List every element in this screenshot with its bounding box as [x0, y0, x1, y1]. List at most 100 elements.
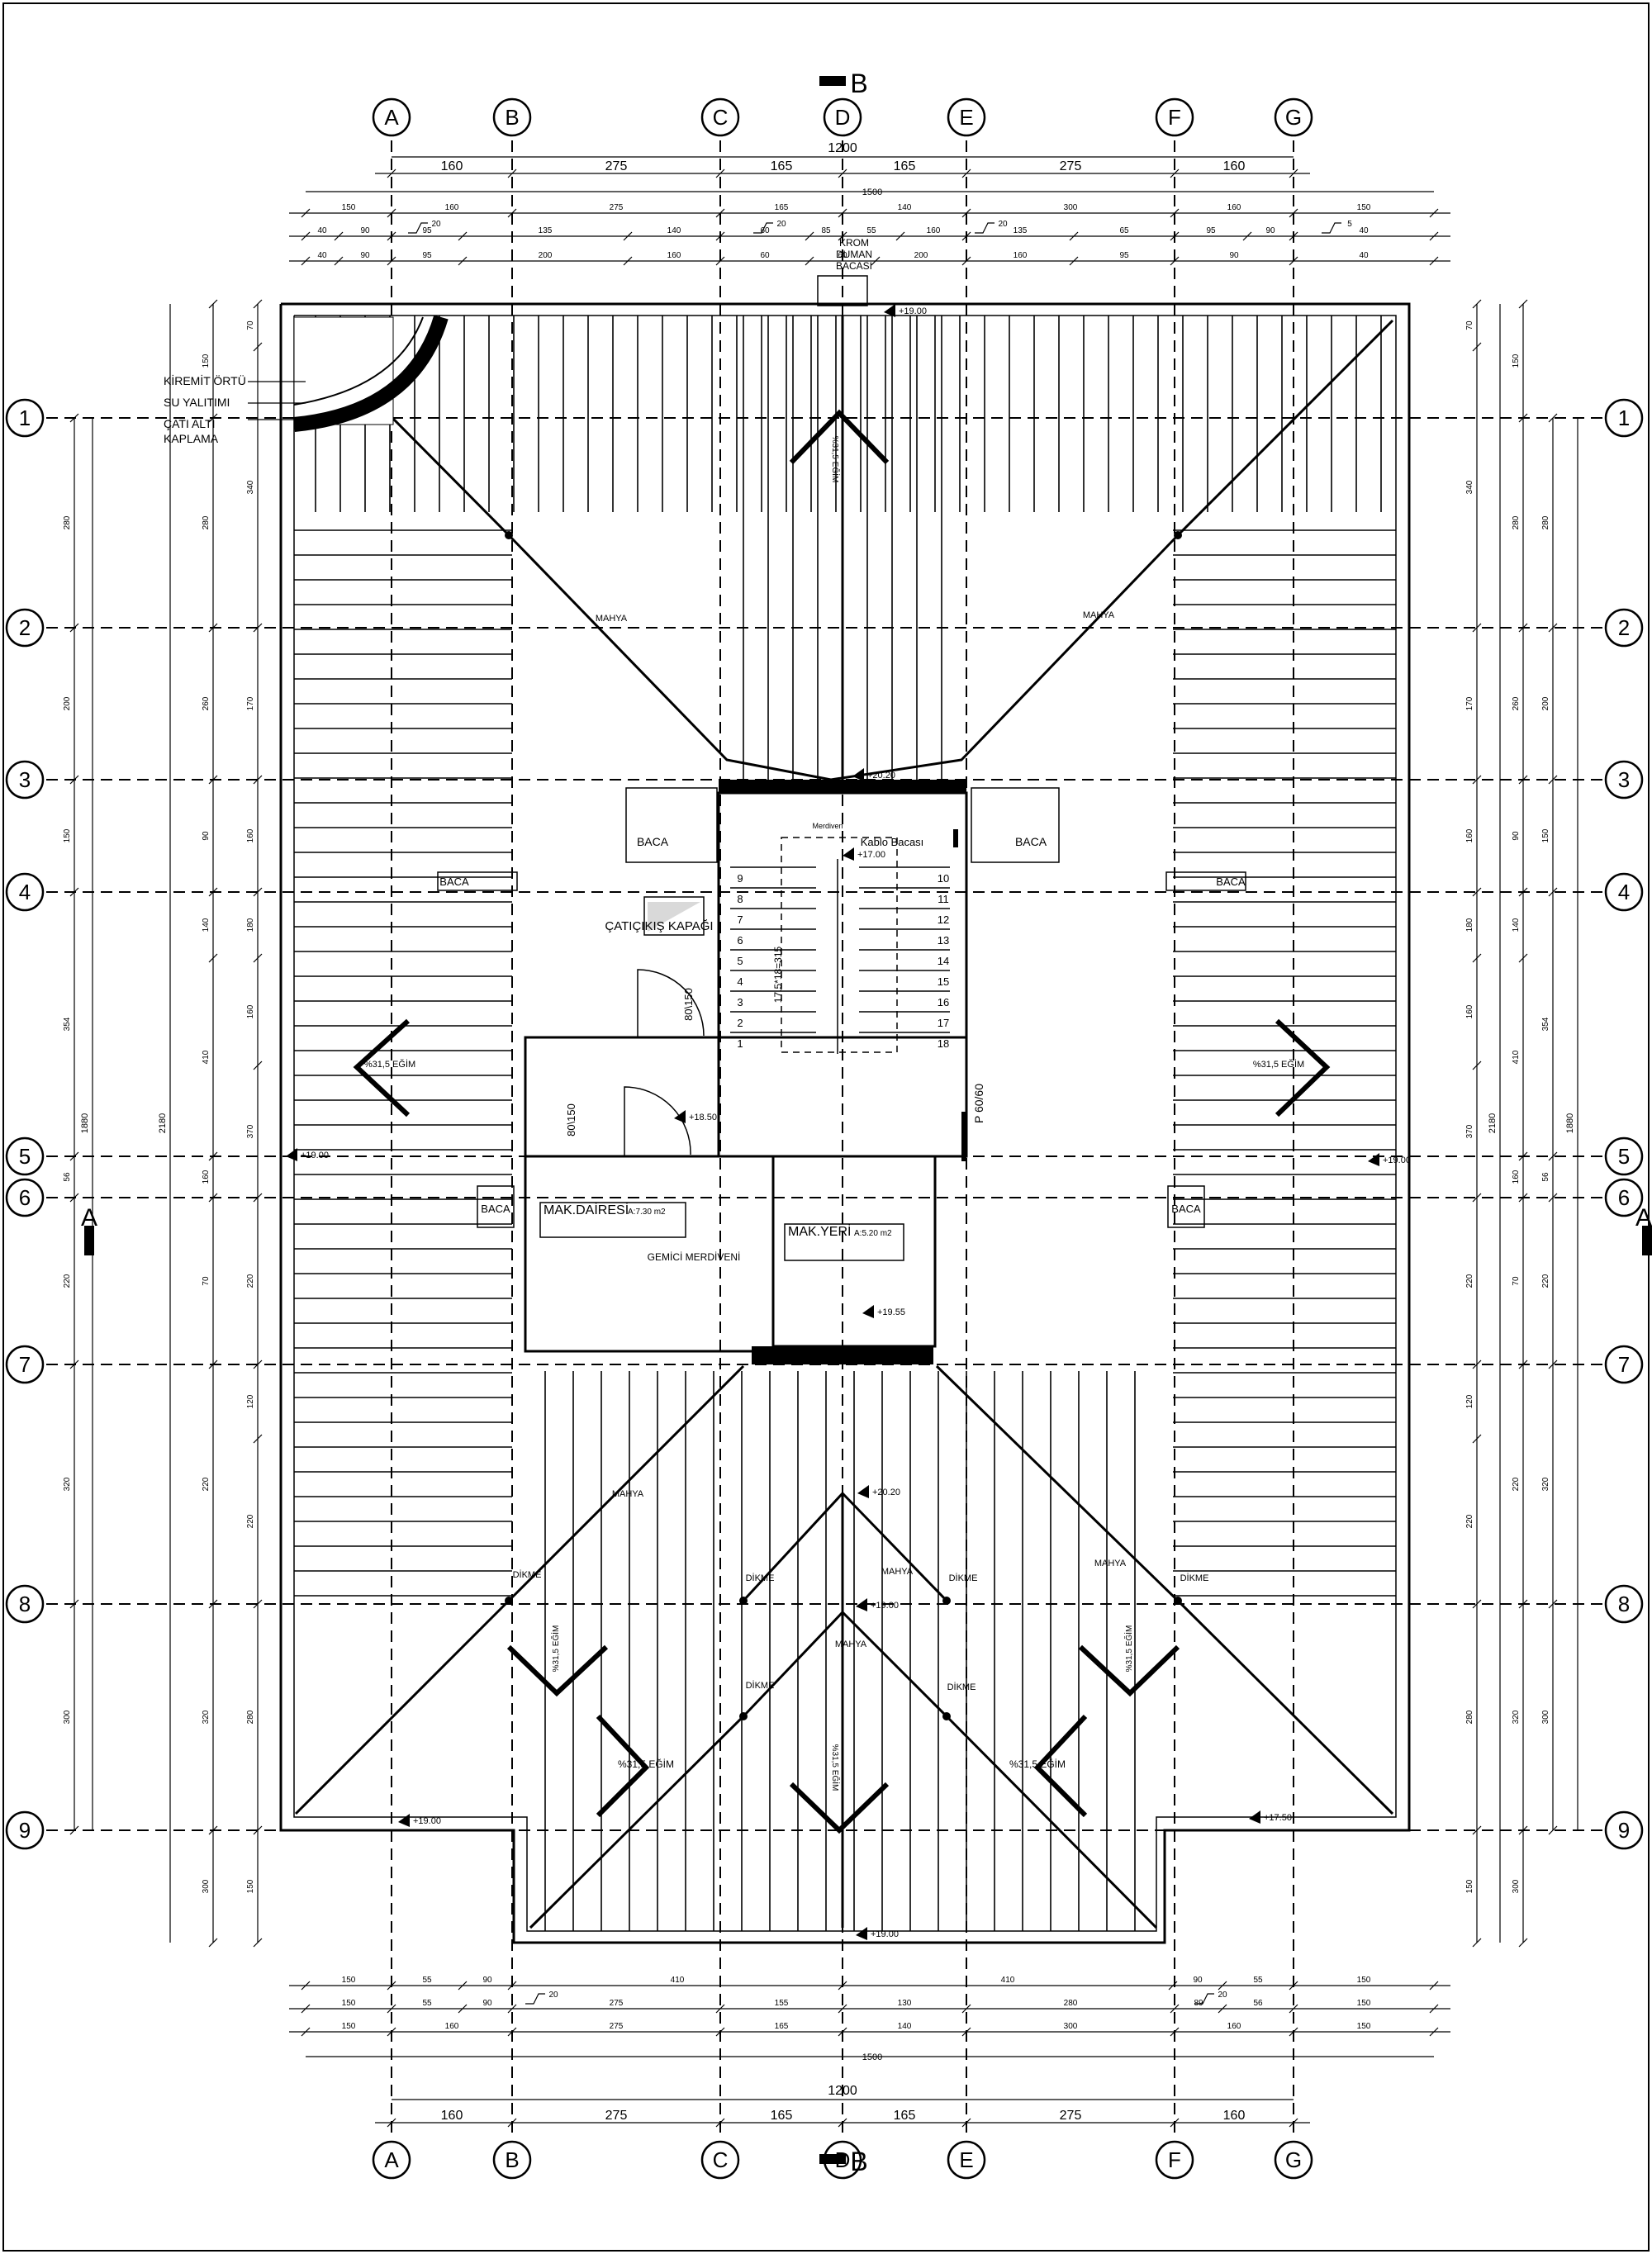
dim-right-c-value: 120: [1465, 1394, 1474, 1408]
label-baca-1: BACA: [637, 835, 669, 848]
dim-top-row2-value: 55: [866, 226, 876, 235]
row-axis-left-2: [5, 608, 45, 648]
dim-left-b-value: 90: [202, 831, 211, 841]
dim-right-c-value: 370: [1465, 1124, 1474, 1138]
dim-col-bottom-value: 160: [441, 2109, 463, 2123]
label-mahya: MAHYA: [612, 1489, 644, 1499]
label-egim-bl: %31,5 EĞİM: [618, 1758, 674, 1770]
annotations: AABBCCDDEEFFGG112233445566778899BBAA1200…: [5, 69, 1652, 2180]
dim-left-mid: 2180: [158, 1113, 168, 1133]
label-gemici: GEMİCİ MERDİVENİ: [648, 1251, 741, 1263]
hip-node: [505, 1597, 513, 1605]
dim-top-row3-value: 160: [667, 251, 681, 260]
section-mark-left: [84, 1226, 94, 1255]
level-mark-5: [1368, 1153, 1379, 1166]
dim-right-c-value: 220: [1465, 1274, 1474, 1288]
row-axis-right-1-label: 1: [1618, 406, 1630, 430]
dim-left-c-value: 340: [246, 480, 255, 494]
row-axis-left-4-label: 4: [19, 880, 31, 904]
row-axis-right-7: [1604, 1345, 1644, 1384]
label-mahya: MAHYA: [1083, 610, 1115, 620]
row-axis-right-9: [1604, 1810, 1644, 1850]
label-duman: DUMAN: [836, 249, 872, 260]
dim-left-a-value: 354: [63, 1017, 72, 1031]
row-axis-right-8: [1604, 1584, 1644, 1624]
label-mahya: MAHYA: [1094, 1559, 1127, 1568]
level-mark-8: [856, 1598, 867, 1611]
col-axis-bottom-G-label: G: [1285, 2147, 1302, 2172]
row-axis-right-6: [1604, 1178, 1644, 1217]
dim-bottom-row2-value: 150: [342, 1999, 356, 2008]
level-mark-3: [674, 1110, 686, 1123]
dim-bottom-row3-value: 140: [898, 2022, 912, 2031]
label-baca-6: BACA: [1171, 1203, 1201, 1215]
dim-top-row2-value: 90: [360, 226, 370, 235]
rafter-lines: [294, 316, 1396, 1931]
dim-right-b-value: 280: [1512, 515, 1521, 529]
label-kablo-bacasi: Kablo Bacası: [861, 836, 924, 848]
dim-left-c-value: 220: [246, 1514, 255, 1528]
label-mahya: MAHYA: [835, 1639, 867, 1649]
dim-bottom-row2-value: 280: [1064, 1999, 1078, 2008]
row-axis-right-2-label: 2: [1618, 615, 1630, 640]
dim-top-row1-value: 160: [1227, 203, 1241, 212]
section-mark-right: [1642, 1226, 1652, 1255]
dim-right-a-value: 354: [1541, 1017, 1550, 1031]
row-axis-right-1: [1604, 398, 1644, 438]
dim-col-top-value: 165: [771, 159, 793, 173]
dim-bottom-row3-value: 300: [1064, 2022, 1078, 2031]
row-axis-right-6-label: 6: [1618, 1185, 1630, 1210]
label-dikme: DİKME: [949, 1573, 978, 1583]
row-axis-left-4: [5, 872, 45, 912]
dim-top-row3-value: 160: [1014, 251, 1028, 260]
col-axis-bottom-A: [372, 2140, 411, 2180]
dim-bottom-row3-value: 275: [610, 2022, 624, 2031]
dim-left-c-value: 220: [246, 1274, 255, 1288]
level-mark-9: [856, 1927, 867, 1940]
row-axis-left-1: [5, 398, 45, 438]
col-axis-bottom-E: [947, 2140, 986, 2180]
slope-small: 20: [1218, 1991, 1227, 2000]
dim-top-row2-value: 95: [422, 226, 432, 235]
label-mak-yeri-area: A:5.20 m2: [854, 1229, 892, 1238]
dim-bottom-row3-value: 160: [445, 2022, 459, 2031]
hip-node: [942, 1597, 951, 1605]
dim-top-row2-value: 65: [1119, 226, 1129, 235]
label-cati-alti: ÇATI ALTI: [164, 417, 216, 430]
hip-node: [739, 1597, 748, 1605]
level-value-1: +20.20: [867, 771, 895, 781]
roof-hatch: [643, 896, 705, 936]
hip-node: [942, 1712, 951, 1720]
hip-ridges: [294, 316, 1394, 1929]
stair-step-left: 3: [737, 996, 743, 1008]
dim-col-bottom-value: 165: [771, 2109, 793, 2123]
dim-bottom-row1-value: 90: [482, 1976, 492, 1985]
hip-node: [505, 531, 513, 539]
dim-right-c-value: 220: [1465, 1514, 1474, 1528]
dim-left-c-value: 370: [246, 1124, 255, 1138]
dim-top-row3-value: 200: [914, 251, 928, 260]
level-value-6: +19.55: [877, 1307, 905, 1317]
stair-step-left: 7: [737, 913, 743, 926]
dim-left-a-value: 200: [63, 696, 72, 710]
row-axis-right-4-label: 4: [1618, 880, 1630, 904]
row-axis-right-2: [1604, 608, 1644, 648]
dim-right-b-value: 410: [1512, 1050, 1521, 1064]
level-mark-11: [1249, 1810, 1260, 1824]
col-axis-top-D-label: D: [835, 105, 851, 130]
label-mahya: MAHYA: [881, 1567, 914, 1577]
dim-bottom-row2-value: 90: [482, 1999, 492, 2008]
dim-right-a-value: 150: [1541, 828, 1550, 842]
label-kaplama: KAPLAMA: [164, 432, 219, 445]
dim-left-b-value: 70: [202, 1276, 211, 1286]
col-axis-top-G: [1274, 97, 1313, 137]
col-axis-bottom-A-label: A: [384, 2147, 399, 2172]
dim-right-b-value: 150: [1512, 354, 1521, 368]
dim-right-c-value: 150: [1465, 1879, 1474, 1893]
roof-outline: [279, 302, 1411, 1944]
stair-step-right: 15: [938, 975, 949, 988]
chimneys: [437, 275, 1246, 1228]
